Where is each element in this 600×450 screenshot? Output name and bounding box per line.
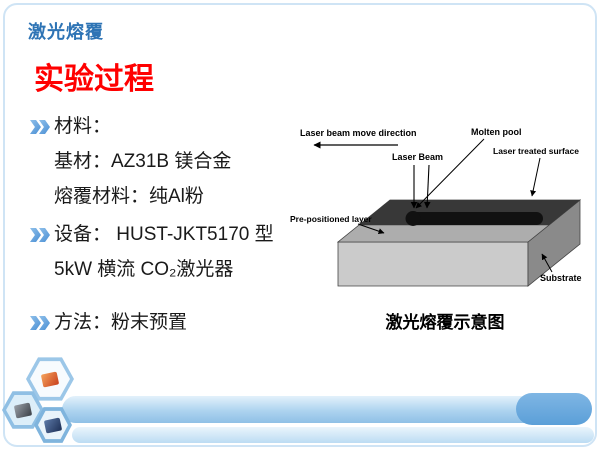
logo-cube-navy-icon: [43, 416, 63, 434]
bullet-item-materials: 材料：: [30, 116, 298, 139]
pre-positioned-arrow: [357, 223, 385, 235]
line-substrate-material: 基材：AZ31B 镁合金: [30, 151, 298, 174]
laser-beam-arrow-right: [423, 164, 431, 209]
slide-header-title: 激光熔覆: [28, 22, 104, 42]
logo-hexagon-inner: [30, 361, 70, 397]
label-move-direction: Laser beam move direction: [300, 128, 417, 138]
line-laser-spec: 5kW 横流 CO₂激光器: [30, 259, 298, 282]
bullet-text: 设备： HUST-JKT5170 型: [54, 224, 274, 245]
logo-cube-gray-icon: [13, 401, 33, 419]
substrate-arrow: [541, 253, 553, 273]
molten-pool-arrow: [415, 138, 485, 209]
bullet-item-equipment: 设备： HUST-JKT5170 型: [30, 224, 298, 247]
label-substrate: Substrate: [540, 273, 582, 283]
line-text: 5kW 横流 CO₂激光器: [54, 259, 234, 280]
line-cladding-material: 熔覆材料：纯Al粉: [30, 186, 298, 209]
line-text: 熔覆材料：纯Al粉: [54, 186, 204, 207]
substrate-front-face: [337, 241, 529, 287]
footer-bar-main: [62, 396, 590, 423]
laser-cladding-diagram: Laser beam move direction Laser Beam Mol…: [288, 124, 590, 304]
diagram-caption: 激光熔覆示意图: [385, 313, 505, 332]
molten-pool-track: [406, 212, 543, 225]
label-treated-surface: Laser treated surface: [493, 146, 579, 156]
diagram-svg: Laser beam move direction Laser Beam Mol…: [290, 127, 582, 287]
line-text: 基材：AZ31B 镁合金: [54, 151, 232, 172]
label-molten-pool: Molten pool: [471, 127, 522, 137]
chevron-bullet-icon: [30, 316, 50, 331]
bullet-text: 材料：: [54, 116, 112, 137]
label-laser-beam: Laser Beam: [392, 152, 443, 162]
chevron-bullet-icon: [30, 228, 50, 243]
footer-bar-end-cap: [516, 393, 592, 425]
footer-bar-secondary: [72, 427, 594, 443]
label-pre-positioned-layer: Pre-positioned layer: [290, 214, 372, 224]
chevron-bullet-icon: [30, 120, 50, 135]
section-title: 实验过程: [34, 63, 154, 96]
bullet-item-method: 方法：粉末预置: [30, 312, 298, 335]
treated-surface-arrow: [530, 157, 541, 197]
logo-cube-orange-icon: [40, 370, 60, 388]
bullet-text: 方法：粉末预置: [54, 312, 188, 333]
logo-hexagon-inner: [38, 410, 68, 440]
logo-hexagon-inner: [6, 394, 40, 426]
molten-pool-end: [405, 211, 421, 226]
